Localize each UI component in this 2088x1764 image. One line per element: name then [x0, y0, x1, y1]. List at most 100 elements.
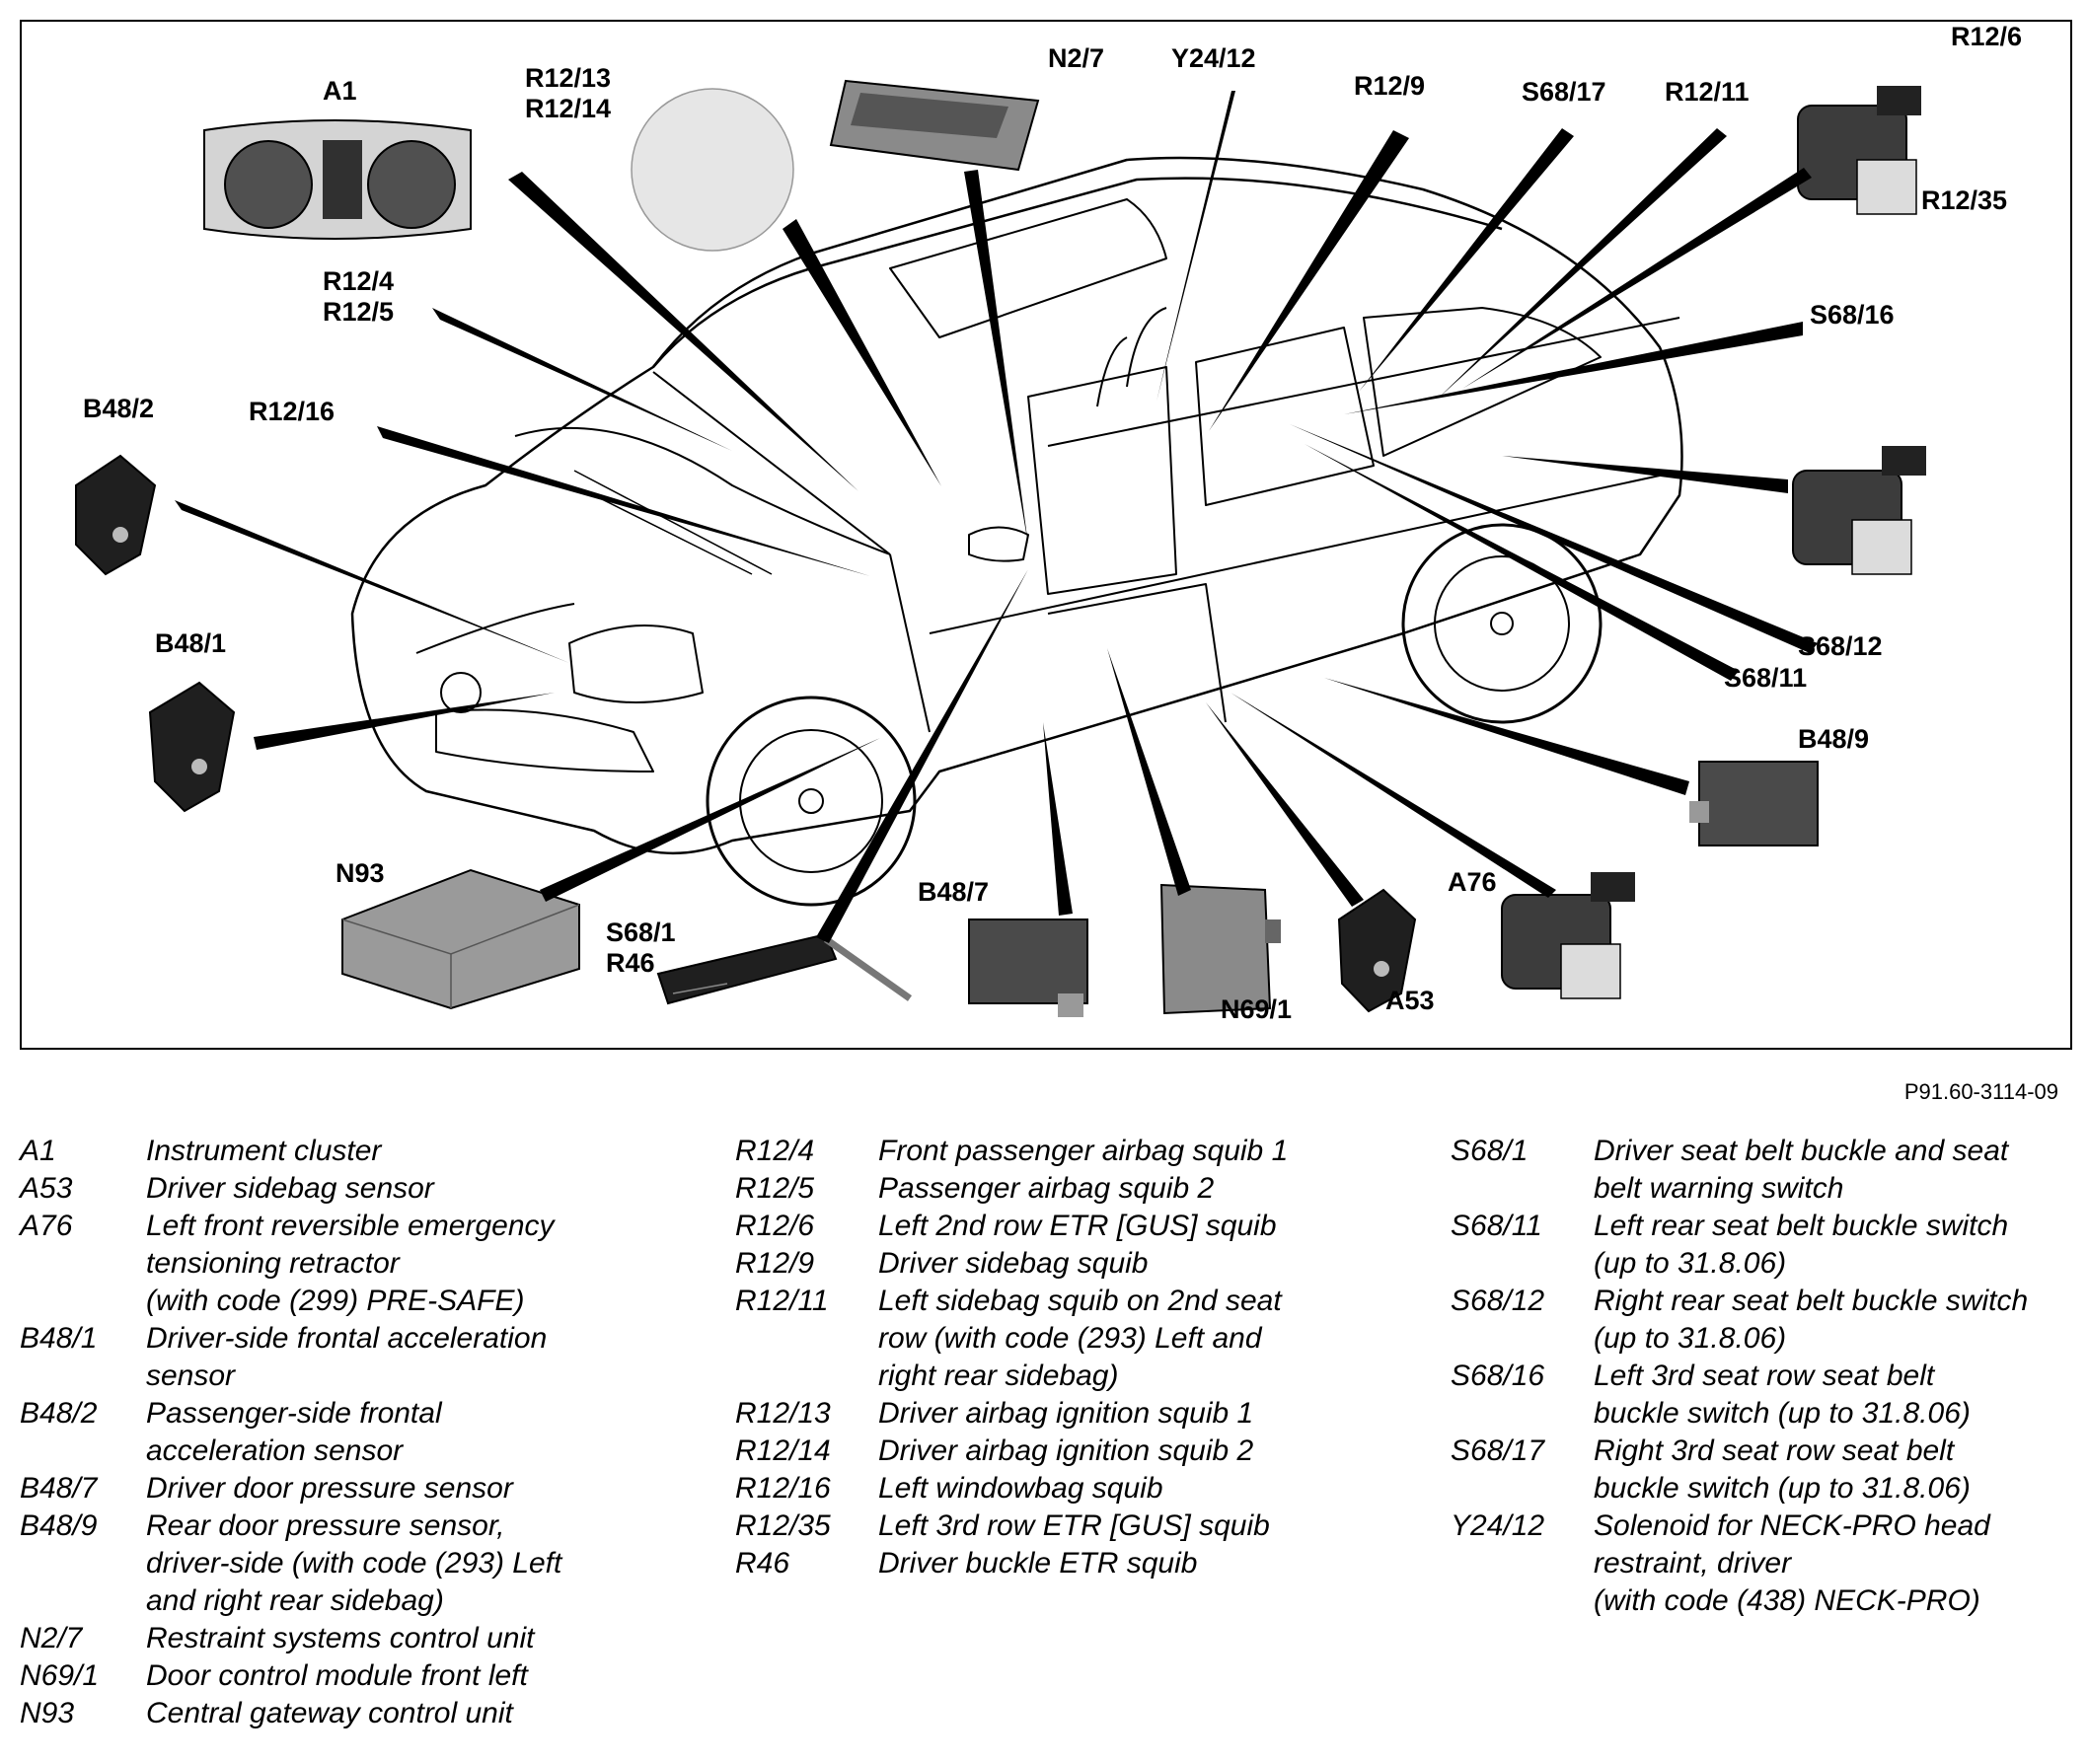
legend-description: Instrument cluster [146, 1135, 382, 1167]
callout-r12-6: R12/6 [1951, 22, 2023, 51]
legend-code: N2/7 [20, 1622, 83, 1654]
callout-a1: A1 [323, 76, 357, 106]
door-control-module-picture [1159, 883, 1281, 1015]
gateway-control-unit-picture [341, 868, 580, 1010]
callout-r12-4-r12-5: R12/4 R12/5 [323, 266, 395, 327]
callout-s68-1-r46: S68/1 R46 [606, 918, 676, 978]
legend-entry: R12/9 Driver sidebag squib [735, 1245, 1288, 1283]
callout-n69-1: N69/1 [1221, 994, 1293, 1024]
legend-entry: N93 Central gateway control unit [20, 1695, 561, 1732]
legend-description: Left rear seat belt buckle switch (up to… [1594, 1210, 2009, 1280]
legend-code: R12/11 [735, 1285, 829, 1317]
legend-entry: S68/16 Left 3rd seat row seat belt buckle… [1451, 1358, 2028, 1433]
callout-r12-11: R12/11 [1665, 77, 1750, 107]
buckle-switch-picture [656, 932, 913, 1005]
legend-description: Passenger-side frontal acceleration sens… [146, 1397, 442, 1467]
legend-description: Rear door pressure sensor, driver-side (… [146, 1509, 562, 1617]
legend-entry: R12/14 Driver airbag ignition squib 2 [735, 1433, 1288, 1470]
callout-b48-9: B48/9 [1798, 724, 1870, 754]
legend-description: Driver buckle ETR squib [878, 1547, 1198, 1580]
legend-code: R12/16 [735, 1472, 831, 1505]
callout-b48-7: B48/7 [918, 877, 990, 907]
legend-entry: N2/7 Restraint systems control unit [20, 1620, 561, 1657]
pressure-sensor-b487-picture [968, 919, 1088, 1017]
legend-code: N93 [20, 1697, 75, 1729]
legend-code: R12/14 [735, 1434, 831, 1467]
legend-entry: B48/9 Rear door pressure sensor, driver-s… [20, 1507, 561, 1620]
legend-code: S68/11 [1451, 1210, 1542, 1242]
legend-code: Y24/12 [1451, 1509, 1545, 1542]
legend-entry: R46 Driver buckle ETR squib [735, 1545, 1288, 1582]
legend-code: A53 [20, 1172, 73, 1205]
legend-entry: A76 Left front reversible emergency tensi… [20, 1208, 561, 1320]
legend-description: Passenger airbag squib 2 [878, 1172, 1215, 1205]
legend-code: N69/1 [20, 1659, 100, 1692]
retractor-a76-picture [1501, 872, 1635, 999]
callout-s68-11: S68/11 [1724, 663, 1808, 693]
component-location-figure: A1 R12/13 R12/14 N2/7 Y24/12 R12/9 S68/1… [20, 20, 2072, 1050]
legend-entry: S68/11 Left rear seat belt buckle switch … [1451, 1208, 2028, 1283]
legend-description: Driver airbag ignition squib 1 [878, 1397, 1254, 1430]
legend-description: Left 3rd row ETR [GUS] squib [878, 1509, 1270, 1542]
legend-code: R12/6 [735, 1210, 815, 1242]
figure-reference: P91.60-3114-09 [1903, 1079, 2058, 1104]
callout-r12-9: R12/9 [1354, 71, 1426, 101]
legend-description: Left 3rd seat row seat belt buckle switc… [1594, 1360, 1971, 1430]
callout-r12-16: R12/16 [249, 397, 336, 426]
callout-b48-1: B48/1 [155, 628, 227, 658]
legend-description: Left front reversible emergency tensioni… [146, 1210, 555, 1317]
legend-code: S68/16 [1451, 1360, 1545, 1392]
legend-description: Door control module front left [146, 1659, 528, 1692]
legend-description: Driver door pressure sensor [146, 1472, 513, 1505]
instrument-cluster-picture [203, 119, 472, 240]
callout-a53: A53 [1385, 986, 1435, 1015]
callout-n2-7: N2/7 [1048, 43, 1105, 73]
legend-entry: Y24/12 Solenoid for NECK-PRO head restrai… [1451, 1507, 2028, 1620]
legend-code: B48/9 [20, 1509, 98, 1542]
legend-description: Central gateway control unit [146, 1697, 513, 1729]
callout-s68-17: S68/17 [1522, 77, 1606, 107]
legend-code: R12/35 [735, 1509, 831, 1542]
legend-code: R12/9 [735, 1247, 815, 1280]
legend-description: Driver-side frontal acceleration sensor [146, 1322, 548, 1392]
legend-description: Restraint systems control unit [146, 1622, 535, 1654]
sensor-a53-picture [1337, 888, 1417, 1013]
pressure-sensor-b489-picture [1689, 761, 1819, 846]
sensor-b482-picture [75, 454, 157, 576]
callout-a76: A76 [1448, 867, 1497, 897]
leader-lines [175, 91, 1818, 943]
legend-code: R46 [735, 1547, 790, 1580]
vehicle-diagram [75, 79, 1926, 1017]
legend-code: S68/12 [1451, 1285, 1545, 1317]
legend-description: Solenoid for NECK-PRO head restraint, dr… [1594, 1509, 1990, 1617]
legend-description: Driver sidebag squib [878, 1247, 1149, 1280]
callout-s68-12: S68/12 [1798, 631, 1883, 661]
sensor-b481-picture [148, 681, 236, 813]
retractor-r1235-picture [1797, 86, 1921, 215]
retractor-r126-picture [1792, 446, 1926, 575]
callout-y24-12: Y24/12 [1171, 43, 1256, 73]
legend-code: B48/1 [20, 1322, 98, 1355]
legend-entry: R12/11 Left sidebag squib on 2nd seat row… [735, 1283, 1288, 1395]
legend-code: S68/17 [1451, 1434, 1545, 1467]
legend-entry: R12/5 Passenger airbag squib 2 [735, 1170, 1288, 1208]
legend-description: Left sidebag squib on 2nd seat row (with… [878, 1285, 1282, 1392]
legend-code: R12/5 [735, 1172, 815, 1205]
legend-code: A76 [20, 1210, 73, 1242]
legend-code: R12/4 [735, 1135, 815, 1167]
legend-entry: N69/1 Door control module front left [20, 1657, 561, 1695]
callout-n93: N93 [336, 858, 385, 888]
legend-description: Driver airbag ignition squib 2 [878, 1434, 1254, 1467]
restraint-control-unit-picture [829, 79, 1040, 172]
legend-description: Left 2nd row ETR [GUS] squib [878, 1210, 1277, 1242]
